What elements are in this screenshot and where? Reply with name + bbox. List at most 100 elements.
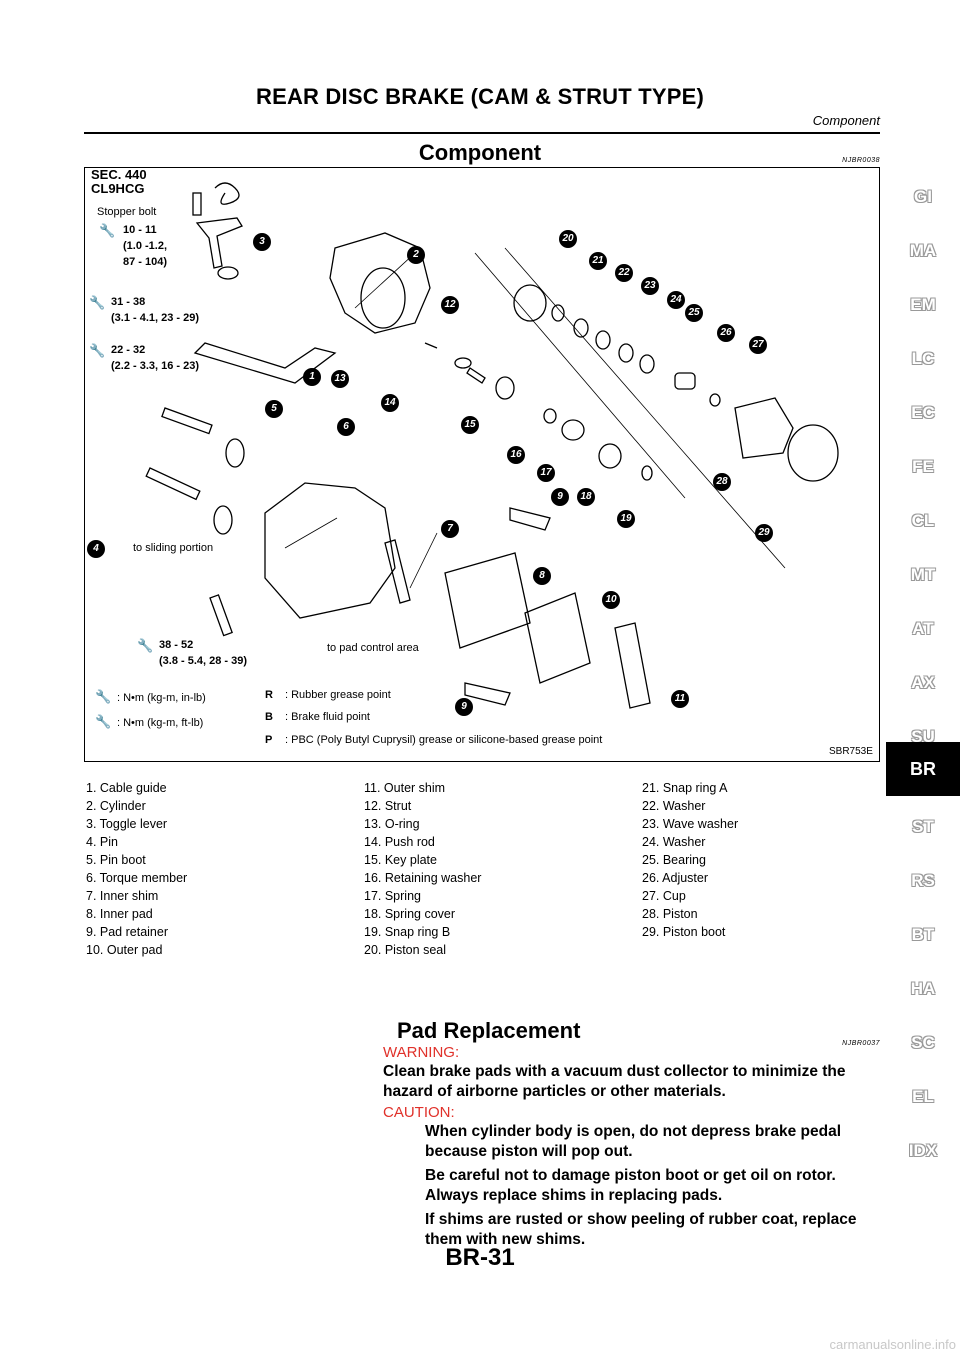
legend-brake-fluid: : Brake fluid point — [285, 711, 370, 723]
part-item: 3. Toggle lever — [86, 817, 168, 831]
outer-shim-shape — [614, 622, 651, 709]
sidebar-tab-ma[interactable]: MA — [909, 241, 937, 260]
callout-5: 5 — [265, 400, 283, 418]
callout-4: 4 — [87, 540, 105, 558]
page-header-subtitle: Component — [812, 113, 880, 128]
caution-item: Be careful not to damage piston boot or … — [425, 1167, 836, 1204]
sidebar-tab-su[interactable]: SU — [911, 727, 935, 746]
sidebar-tab-idx[interactable]: IDX — [908, 1141, 938, 1160]
legend-nm-inlb: : N•m (kg-m, in-lb) — [117, 692, 206, 704]
part-item: 22. Washer — [642, 799, 706, 813]
sidebar-tab-bt[interactable]: BT — [911, 925, 935, 944]
sidebar-tab-gi[interactable]: GI — [914, 187, 932, 206]
pad-control-label: to pad control area — [327, 642, 419, 654]
caution-item: When cylinder body is open, do not depre… — [425, 1123, 841, 1160]
sidebar-tab-ec[interactable]: EC — [911, 403, 935, 422]
part-item: 7. Inner shim — [86, 889, 159, 903]
brake-drawing — [145, 182, 839, 709]
callout-21: 21 — [589, 252, 607, 270]
sidebar-tab-br[interactable]: BR — [886, 742, 960, 796]
parts-list-col3: 21. Snap ring A 22. Washer 23. Wave wash… — [642, 779, 738, 941]
section-title-pad-replacement: Pad Replacement — [397, 1018, 581, 1043]
sidebar-tab-rs[interactable]: RS — [911, 871, 935, 890]
part-item: 20. Piston seal — [364, 943, 446, 957]
stopper-bolt-label: Stopper bolt — [97, 206, 157, 218]
part-item: 10. Outer pad — [86, 943, 163, 957]
torque-spec: (3.8 - 5.4, 28 - 39) — [159, 655, 248, 667]
part-item: 4. Pin — [86, 835, 118, 849]
p-symbol: P — [265, 734, 273, 746]
sidebar-tab-at[interactable]: AT — [912, 619, 934, 638]
torque-spec: (3.1 - 4.1, 23 - 29) — [111, 312, 200, 324]
sidebar-tab-em[interactable]: EM — [910, 295, 936, 314]
section-title-component: Component — [418, 140, 542, 165]
b-symbol: B — [265, 711, 273, 723]
callout-27: 27 — [749, 336, 767, 354]
callout-28: 28 — [713, 473, 731, 491]
sidebar-tab-mt[interactable]: MT — [910, 565, 936, 584]
page-number: BR-31 — [445, 1244, 515, 1271]
sidebar-tab-el[interactable]: EL — [912, 1087, 934, 1106]
part-item: 2. Cylinder — [86, 799, 146, 813]
page-header-title: REAR DISC BRAKE (CAM & STRUT TYPE) — [255, 84, 705, 109]
inner-shim-shape — [384, 539, 411, 604]
callout-12: 12 — [441, 296, 459, 314]
part-item: 13. O-ring — [364, 817, 420, 831]
callout-7: 7 — [441, 520, 459, 538]
part-item: 9. Pad retainer — [86, 925, 168, 939]
callout-9: 9 — [551, 488, 569, 506]
torque-spec: 22 - 32 — [111, 344, 146, 356]
legend-rubber-grease: : Rubber grease point — [285, 689, 391, 701]
part-item: 17. Spring — [364, 889, 421, 903]
torque-icon: 🔧 — [95, 714, 112, 729]
callout-9b: 9 — [455, 698, 473, 716]
sidebar-tab-fe[interactable]: FE — [912, 457, 934, 476]
pin-shape — [161, 407, 213, 435]
part-item: 29. Piston boot — [642, 925, 726, 939]
callout-13: 13 — [331, 370, 349, 388]
torque-icon: 🔧 — [89, 343, 106, 358]
cable-guide-shape — [193, 342, 337, 384]
torque-spec: 87 - 104) — [123, 256, 168, 268]
inner-pad-shape — [444, 552, 531, 649]
torque-spec: 38 - 52 — [159, 639, 194, 651]
sidebar-tab-lc[interactable]: LC — [911, 349, 935, 368]
callout-16: 16 — [507, 446, 525, 464]
torque-spec: 31 - 38 — [111, 296, 146, 308]
callout-25: 25 — [685, 304, 703, 322]
torque-icon: 🔧 — [137, 638, 154, 653]
part-item: 16. Retaining washer — [364, 871, 482, 885]
watermark: carmanualsonline.info — [829, 1337, 956, 1352]
return-spring-shape — [214, 182, 240, 205]
cylinder-shape — [329, 232, 431, 334]
callout-8: 8 — [533, 567, 551, 585]
sidebar-tab-sc[interactable]: SC — [911, 1033, 935, 1052]
part-item: 23. Wave washer — [642, 817, 739, 831]
callout-19: 19 — [617, 510, 635, 528]
parts-list-col1: 1. Cable guide 2. Cylinder 3. Toggle lev… — [86, 779, 187, 959]
sidebar-tab-st[interactable]: ST — [912, 817, 934, 836]
callout-6: 6 — [337, 418, 355, 436]
callout-23: 23 — [641, 277, 659, 295]
part-item: 15. Key plate — [364, 853, 437, 867]
sidebar-tab-ax[interactable]: AX — [911, 673, 935, 692]
piston-boot-shape — [787, 424, 839, 482]
header-divider — [84, 132, 880, 134]
part-item: 6. Torque member — [86, 871, 188, 885]
warning-text: Clean brake pads with a vacuum dust coll… — [383, 1063, 846, 1100]
callout-18: 18 — [577, 488, 595, 506]
torque-icon: 🔧 — [95, 689, 112, 704]
caution-item: If shims are rusted or show peeling of r… — [425, 1211, 857, 1248]
legend-pbc-grease: : PBC (Poly Butyl Cuprysil) grease or si… — [285, 734, 603, 746]
part-item: 1. Cable guide — [86, 781, 167, 795]
callout-2: 2 — [407, 246, 425, 264]
callout-22: 22 — [615, 264, 633, 282]
part-item: 28. Piston — [642, 907, 698, 921]
torque-icon: 🔧 — [99, 223, 116, 238]
sidebar-tab-cl[interactable]: CL — [911, 511, 935, 530]
outer-pad-shape — [524, 592, 591, 684]
sidebar-tab-ha[interactable]: HA — [910, 979, 936, 998]
part-item: 19. Snap ring B — [364, 925, 451, 939]
callout-1: 1 — [303, 368, 321, 386]
part-item: 8. Inner pad — [86, 907, 153, 921]
